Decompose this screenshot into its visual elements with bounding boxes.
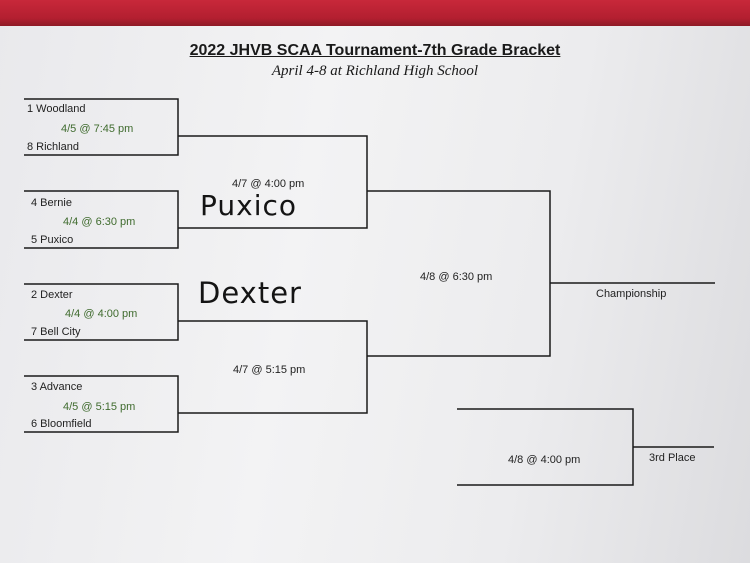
match-time-r1-2: 4/4 @ 6:30 pm (63, 216, 136, 228)
third-place-label: 3rd Place (649, 452, 696, 464)
team-seed-6: 6 Bloomfield (31, 418, 92, 430)
bracket-r1-match2 (24, 190, 179, 249)
handwritten-winner-puxico: Puxico (200, 189, 298, 222)
handwritten-winner-dexter: Dexter (198, 276, 302, 310)
bracket-final (367, 190, 551, 357)
team-seed-3: 3 Advance (31, 381, 83, 393)
team-seed-1: 1 Woodland (27, 103, 86, 115)
match-time-final: 4/8 @ 6:30 pm (420, 271, 493, 283)
bracket-semi1 (178, 135, 368, 229)
match-time-r1-4: 4/5 @ 5:15 pm (63, 401, 136, 413)
page-title: 2022 JHVB SCAA Tournament-7th Grade Brac… (189, 42, 561, 59)
match-time-semi-1: 4/7 @ 4:00 pm (232, 178, 305, 190)
page-subtitle: April 4-8 at Richland High School (271, 63, 479, 79)
team-seed-5: 5 Puxico (31, 234, 74, 246)
team-seed-2: 2 Dexter (31, 289, 73, 301)
bracket-r1-match4 (24, 375, 179, 433)
red-border-strip (0, 0, 750, 26)
team-seed-4: 4 Bernie (31, 197, 72, 209)
bracket-r1-match3 (24, 283, 179, 341)
match-time-r1-1: 4/5 @ 7:45 pm (61, 123, 134, 135)
bracket-third-place (457, 408, 634, 486)
match-time-third-place: 4/8 @ 4:00 pm (508, 454, 581, 466)
match-time-r1-3: 4/4 @ 4:00 pm (65, 308, 138, 320)
match-time-semi-2: 4/7 @ 5:15 pm (233, 364, 306, 376)
bracket-semi2 (178, 320, 368, 414)
championship-label: Championship (596, 288, 667, 300)
bracket-r1-match1 (24, 98, 179, 156)
team-seed-7: 7 Bell City (31, 326, 81, 338)
team-seed-8: 8 Richland (27, 141, 79, 153)
